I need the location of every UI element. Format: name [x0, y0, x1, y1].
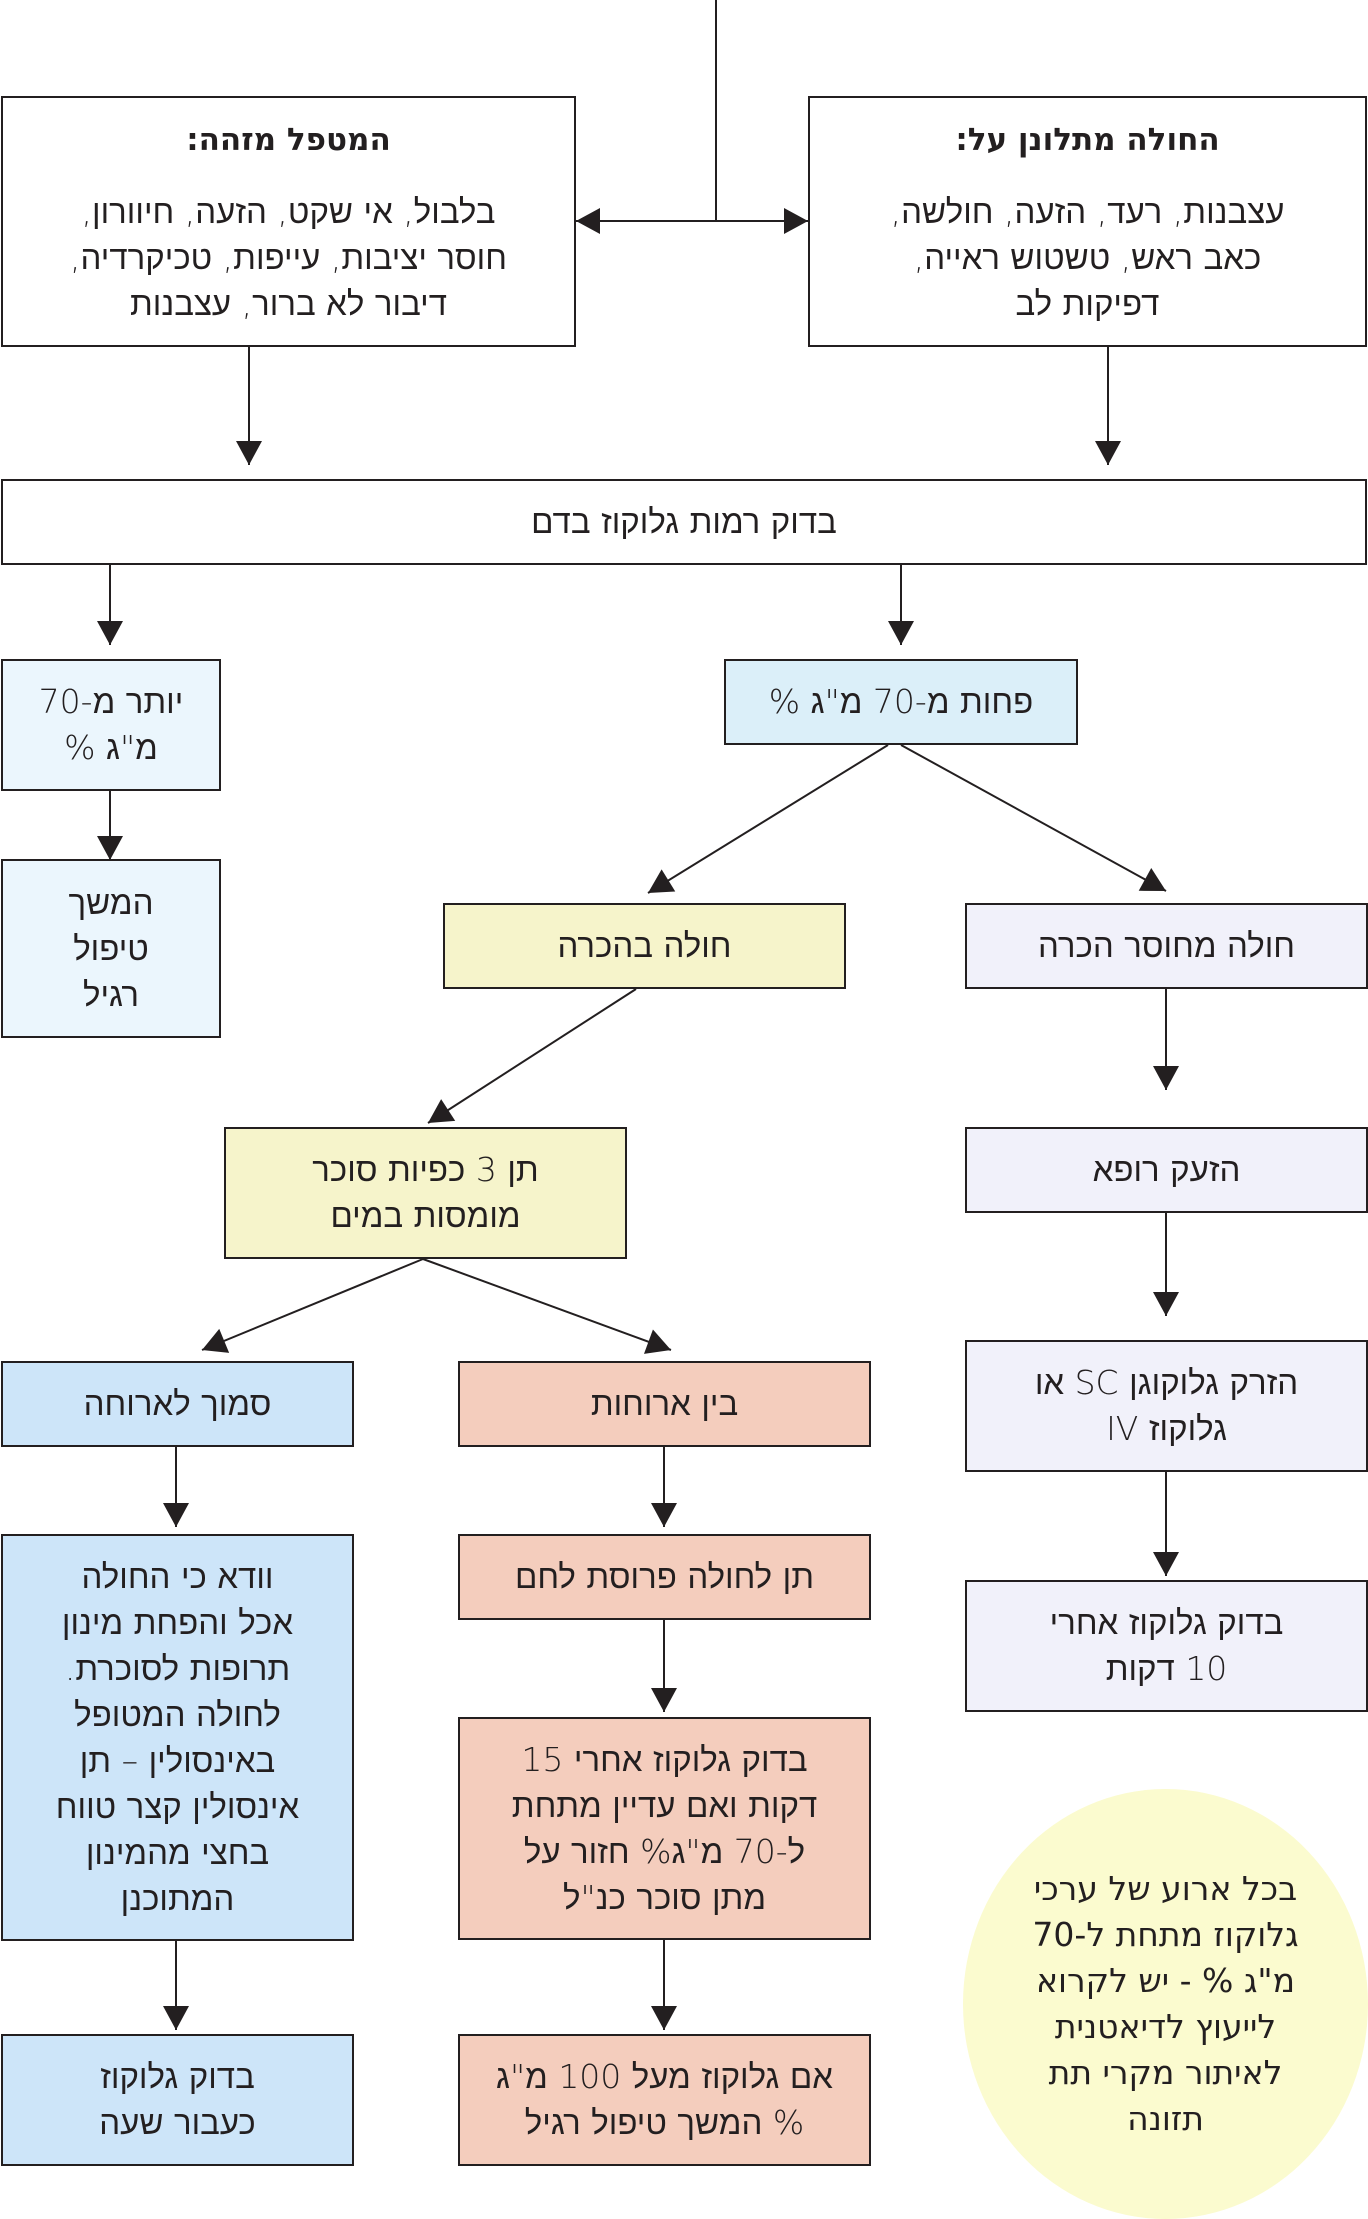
box-text-line: המשך — [68, 882, 154, 922]
box-text-line: אכל והפחת מינון — [61, 1602, 294, 1642]
box-text-line: בלבול, אי שקט, הזעה, חיוורון, — [81, 191, 496, 231]
check-after-hour-box: בדוק גלוקוז כעבור שעה — [1, 2034, 354, 2166]
box-text-line: תרופות לסוכרת. — [64, 1648, 291, 1688]
box-text-line: חולה מחוסר הכרה — [1037, 926, 1296, 965]
box-text-line: אם גלוקוז מעל 100 מ"ג — [496, 2057, 833, 2096]
box-text-line: וודא כי החולה — [81, 1556, 274, 1596]
check-after-15-box: בדוק גלוקוז אחרי 15 דקות ואם עדיין מתחת … — [458, 1717, 871, 1940]
box-text-line: בדוק גלוקוז — [100, 2057, 255, 2096]
box-text-line: עצבנות, רעד, הזעה, חולשה, — [890, 191, 1285, 231]
call-doctor-box: הזעק רופא — [965, 1127, 1368, 1213]
arrowhead-icon — [236, 441, 262, 465]
arrowhead-icon — [643, 1329, 671, 1354]
arrowhead-icon — [651, 1503, 677, 1527]
connector-line — [900, 744, 1167, 892]
box-text-line: חוסר יציבות, עייפות, טכיקרדיה, — [70, 237, 507, 277]
arrowhead-icon — [888, 621, 914, 645]
patient-complains-title: החולה מתלונן על: — [955, 121, 1220, 158]
arrowhead-icon — [163, 2006, 189, 2030]
arrowhead-icon — [428, 1099, 456, 1123]
unconscious-patient-box: חולה מחוסר הכרה — [965, 903, 1368, 989]
arrowhead-icon — [163, 1503, 189, 1527]
above-100-box: אם גלוקוז מעל 100 מ"ג % המשך טיפול רגיל — [458, 2034, 871, 2166]
box-text-line: בחצי מהמינון — [85, 1832, 270, 1872]
caregiver-identifies-box: המטפל מזהה: בלבול, אי שקט, הזעה, חיוורון… — [1, 96, 576, 347]
box-text-line: % המשך טיפול רגיל — [524, 2103, 805, 2142]
connector-line — [647, 744, 889, 894]
box-text-line: אינסולין קצר טווח — [55, 1786, 300, 1826]
arrowhead-icon — [97, 836, 123, 860]
box-text-line: כעבור שעה — [99, 2103, 256, 2142]
arrowhead-icon — [648, 869, 676, 893]
below-70-box: פחות מ-70 מ"ג % — [724, 659, 1078, 745]
check-after-10-box: בדוק גלוקוז אחרי 10 דקות — [965, 1580, 1368, 1712]
arrowhead-icon — [651, 1688, 677, 1712]
between-meals-box: בין ארוחות — [458, 1361, 871, 1447]
arrowhead-icon — [1138, 868, 1166, 891]
arrowhead-icon — [1095, 441, 1121, 465]
box-text-line: דקות ואם עדיין מתחת — [511, 1785, 818, 1825]
note-text-line: תזונה — [1127, 2099, 1204, 2138]
give-sugar-box: תן 3 כפיות סוכר מומסות במים — [224, 1127, 627, 1259]
note-text-line: לייעוץ לדיאטנית — [1054, 2007, 1277, 2046]
conscious-patient-box: חולה בהכרה — [443, 903, 846, 989]
note-text-line: מ"ג % - יש לקרוא — [1035, 1961, 1296, 2000]
box-text-line: הזעק רופא — [1092, 1150, 1241, 1189]
box-text-line: חולה בהכרה — [557, 926, 732, 965]
box-text-line: בדוק גלוקוז אחרי — [1049, 1603, 1284, 1642]
box-text-line: בין ארוחות — [590, 1384, 739, 1423]
box-text-line: פחות מ-70 מ"ג % — [768, 682, 1034, 721]
give-bread-box: תן לחולה פרוסת לחם — [458, 1534, 871, 1620]
arrowhead-icon — [784, 208, 808, 234]
arrowhead-icon — [97, 621, 123, 645]
connector-line — [427, 988, 637, 1124]
box-text-line: יותר מ-70 — [38, 682, 184, 721]
arrowhead-icon — [651, 2006, 677, 2030]
box-text-line: דיבור לא ברור, עצבנות — [130, 283, 448, 323]
inject-glucagon-box: הזרק גלוקוגן SC או גלוקוז IV — [965, 1340, 1368, 1472]
box-text-line: גלוקוז IV — [1106, 1409, 1227, 1448]
box-text-line: תן 3 כפיות סוכר — [312, 1150, 539, 1189]
arrowhead-icon — [1153, 1292, 1179, 1316]
box-text-line: באינסולין – תן — [79, 1740, 276, 1780]
continue-routine-box: המשך טיפול רגיל — [1, 859, 221, 1038]
caregiver-identifies-title: המטפל מזהה: — [186, 121, 391, 158]
near-meal-box: סמוך לארוחה — [1, 1361, 354, 1447]
dietitian-note-ellipse: בכל ארוע של ערכי גלוקוז מתחת ל-70 מ"ג % … — [963, 1789, 1368, 2219]
note-text-line: לאיתור מקרי תת — [1048, 2053, 1283, 2092]
note-text-line: גלוקוז מתחת ל-70 — [1032, 1915, 1299, 1954]
box-text-line: תן לחולה פרוסת לחם — [514, 1557, 815, 1596]
box-text-line: מתן סוכר כנ"ל — [563, 1877, 767, 1917]
ensure-patient-ate-box: וודא כי החולה אכל והפחת מינון תרופות לסו… — [1, 1534, 354, 1941]
box-text-line: ל-70 מ"ג% חזור על — [523, 1831, 806, 1871]
box-text-line: מ"ג % — [64, 728, 158, 767]
connector-line — [422, 1258, 672, 1351]
box-text-line: דפיקות לב — [1015, 283, 1160, 323]
arrowhead-icon — [1153, 1552, 1179, 1576]
connector-line — [201, 1258, 424, 1351]
box-text-line: בדוק גלוקוז אחרי 15 — [521, 1739, 808, 1779]
box-text-line: המתוכנן — [120, 1878, 235, 1918]
check-blood-glucose-box: בדוק רמות גלוקוז בדם — [1, 479, 1367, 565]
patient-complains-box: החולה מתלונן על: עצבנות, רעד, הזעה, חולש… — [808, 96, 1367, 347]
box-text-line: כאב ראש, טשטוש ראייה, — [913, 237, 1262, 277]
arrowhead-icon — [1153, 1066, 1179, 1090]
box-text-line: הזרק גלוקוגן SC או — [1034, 1363, 1299, 1402]
box-text-line: בדוק רמות גלוקוז בדם — [531, 502, 837, 541]
box-text-line: מומסות במים — [330, 1196, 521, 1235]
box-text-line: לחולה המטופל — [74, 1694, 281, 1734]
box-text-line: 10 דקות — [1105, 1649, 1228, 1688]
arrowhead-icon — [576, 208, 600, 234]
arrowhead-icon — [202, 1328, 230, 1353]
box-text-line: סמוך לארוחה — [83, 1384, 272, 1423]
box-text-line: טיפול — [73, 928, 149, 968]
above-70-box: יותר מ-70 מ"ג % — [1, 659, 221, 791]
note-text-line: בכל ארוע של ערכי — [1033, 1869, 1298, 1908]
box-text-line: רגיל — [83, 974, 139, 1014]
